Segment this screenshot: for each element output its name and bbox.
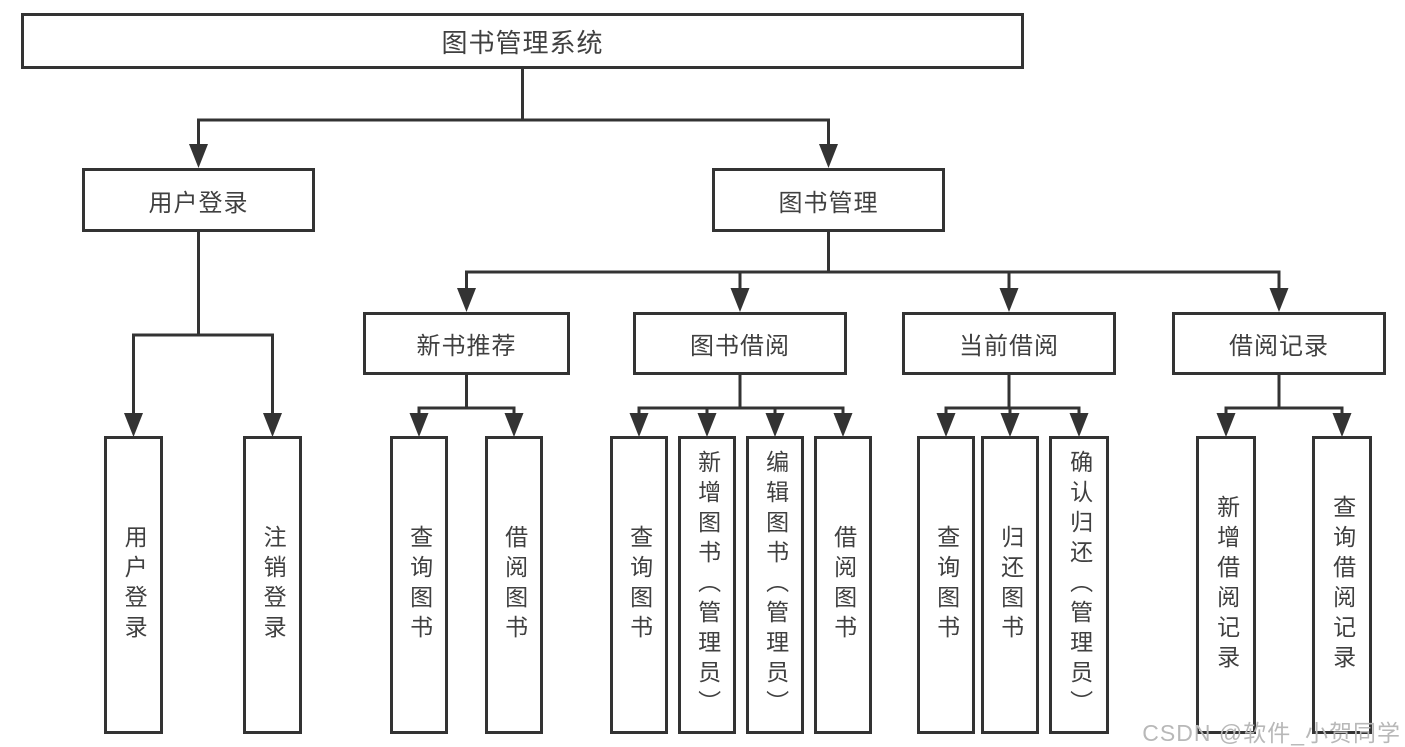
arrowhead-down-icon (833, 413, 853, 437)
node-current-borrowing: 当前借阅 (902, 312, 1116, 375)
edge-current-borrow-children (944, 375, 1081, 419)
edge-user-login-children (132, 232, 274, 418)
node-label: 编辑图书（管理员） (762, 450, 789, 720)
node-label: 注销登录 (260, 525, 287, 645)
node-label: 图书管理 (778, 189, 879, 217)
node-label: 图书借阅 (690, 333, 790, 360)
leaf-logout: 注销登录 (243, 436, 302, 734)
node-new-book-recommend: 新书推荐 (363, 312, 570, 375)
node-label: 借阅图书 (830, 525, 857, 645)
arrowhead-down-icon (1069, 413, 1089, 437)
leaf-confirm-return-admin: 确认归还（管理员） (1049, 436, 1109, 734)
leaf-return-book: 归还图书 (981, 436, 1039, 734)
leaf-add-book-admin: 新增图书（管理员） (678, 436, 736, 734)
node-label: 借阅图书 (501, 525, 528, 645)
leaf-user-login: 用户登录 (104, 436, 163, 734)
node-label: 新增借阅记录 (1213, 495, 1240, 675)
node-label: 查询借阅记录 (1329, 495, 1356, 675)
leaf-query-borrow-record: 查询借阅记录 (1312, 436, 1372, 734)
node-label: 新增图书（管理员） (694, 450, 721, 720)
leaf-add-borrow-record: 新增借阅记录 (1196, 436, 1256, 734)
arrowhead-down-icon (730, 288, 750, 312)
leaf-query-books-current: 查询图书 (917, 436, 975, 734)
node-book-management: 图书管理 (712, 168, 945, 232)
arrowhead-down-icon (263, 413, 282, 437)
node-label: 用户登录 (121, 525, 148, 645)
node-label: 查询图书 (933, 525, 960, 645)
leaf-edit-book-admin: 编辑图书（管理员） (746, 436, 804, 734)
leaf-query-books-recommend: 查询图书 (390, 436, 448, 734)
node-label: 归还图书 (997, 525, 1024, 645)
arrowhead-down-icon (629, 413, 649, 437)
arrowhead-down-icon (189, 144, 208, 168)
node-label: 图书管理系统 (441, 27, 604, 58)
arrowhead-down-icon (697, 413, 717, 437)
node-label: 查询图书 (626, 525, 653, 645)
edge-records-children (1224, 375, 1344, 419)
arrowhead-down-icon (819, 144, 838, 168)
edge-book-management-children (465, 232, 1281, 294)
arrowhead-down-icon (1216, 413, 1236, 437)
edge-root-to-level1 (197, 69, 830, 148)
node-book-borrowing: 图书借阅 (633, 312, 847, 375)
arrowhead-down-icon (457, 288, 476, 312)
arrowhead-down-icon (504, 413, 524, 437)
node-borrowing-records: 借阅记录 (1172, 312, 1386, 375)
node-label: 借阅记录 (1229, 333, 1329, 360)
arrowhead-down-icon (1000, 413, 1020, 437)
leaf-query-books-borrow: 查询图书 (610, 436, 668, 734)
watermark-text: CSDN @软件_小贺同学 (1142, 720, 1401, 746)
node-library-management-system: 图书管理系统 (21, 13, 1024, 69)
arrowhead-down-icon (1332, 413, 1352, 437)
node-label: 确认归还（管理员） (1066, 450, 1093, 720)
leaf-borrow-books: 借阅图书 (814, 436, 872, 734)
node-label: 新书推荐 (416, 333, 517, 360)
leaf-borrow-books-recommend: 借阅图书 (485, 436, 543, 734)
arrowhead-down-icon (1269, 288, 1289, 312)
arrowhead-down-icon (409, 413, 429, 437)
node-label: 用户登录 (148, 189, 249, 217)
node-user-login: 用户登录 (82, 168, 315, 232)
edge-new-book-children (417, 375, 516, 419)
node-label: 查询图书 (406, 525, 433, 645)
arrowhead-down-icon (999, 288, 1019, 312)
arrowhead-down-icon (124, 413, 143, 437)
arrowhead-down-icon (765, 413, 785, 437)
node-label: 当前借阅 (959, 333, 1059, 360)
arrowhead-down-icon (936, 413, 956, 437)
edge-book-borrow-children (637, 375, 845, 419)
